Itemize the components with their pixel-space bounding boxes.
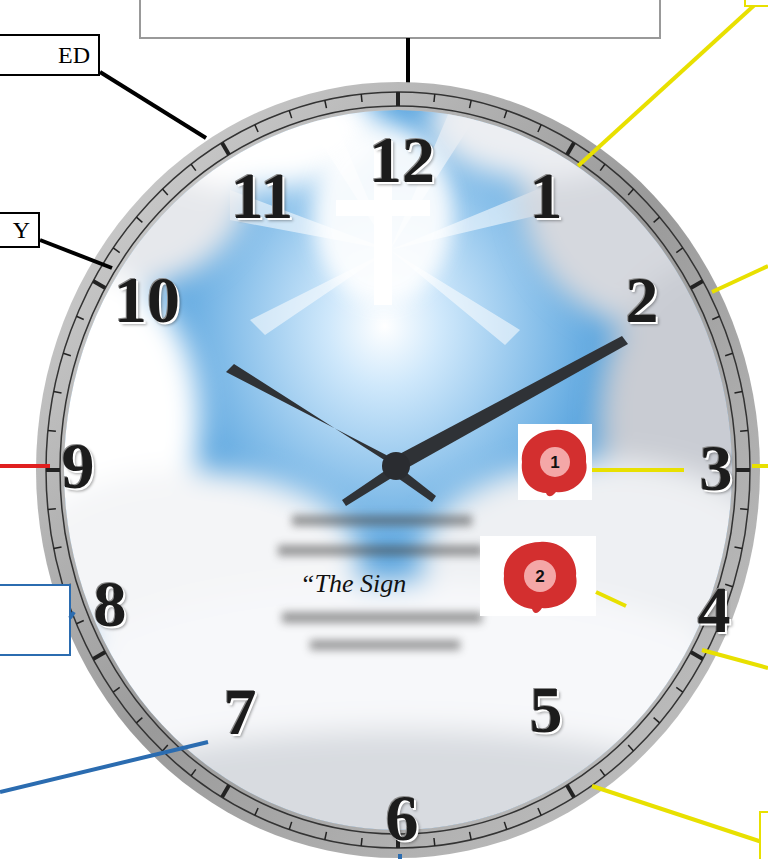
- tick-mark: [76, 620, 83, 623]
- tick-mark: [136, 718, 142, 723]
- tick-mark: [113, 687, 119, 692]
- clock-numeral: 11: [231, 163, 293, 229]
- tick-mark: [433, 838, 435, 846]
- tick-mark: [725, 353, 733, 355]
- tick-mark: [360, 838, 362, 846]
- tick-mark: [654, 718, 660, 723]
- tick-mark: [93, 281, 105, 288]
- tick-mark: [325, 832, 327, 840]
- label-box: ED: [0, 34, 100, 76]
- tick-mark: [538, 808, 541, 815]
- tick-mark: [289, 111, 291, 119]
- tick-mark: [113, 248, 119, 253]
- tick-mark: [325, 100, 327, 108]
- tick-mark: [691, 281, 703, 288]
- tick-mark: [93, 652, 105, 659]
- tick-mark: [712, 316, 719, 319]
- callout-number: 1: [550, 454, 559, 471]
- tick-mark: [734, 547, 742, 549]
- tick-mark: [504, 822, 506, 830]
- tick-mark: [734, 391, 742, 393]
- tick-mark: [740, 430, 748, 432]
- tick-mark: [628, 189, 633, 195]
- tick-mark: [255, 125, 258, 132]
- clock-numeral: 7: [224, 679, 257, 745]
- box-text: Y: [13, 217, 30, 244]
- callout-number: 2: [535, 568, 544, 585]
- tick-mark: [191, 164, 196, 170]
- tick-mark: [600, 164, 605, 170]
- clock-numeral: 6: [386, 785, 419, 851]
- tick-mark: [654, 217, 660, 222]
- label-box: Y: [0, 212, 40, 248]
- tick-mark: [470, 832, 472, 840]
- tick-mark: [63, 353, 71, 355]
- tick-mark: [676, 248, 682, 253]
- tick-mark: [676, 687, 682, 692]
- tick-mark: [136, 217, 142, 222]
- clock-numeral: 2: [626, 267, 659, 333]
- clock-numeral: 9: [62, 433, 95, 499]
- tick-mark: [538, 125, 541, 132]
- tick-mark: [567, 143, 574, 155]
- tick-mark: [691, 652, 703, 659]
- tick-mark: [504, 111, 506, 119]
- tick-mark: [46, 468, 60, 472]
- tick-mark: [222, 785, 229, 797]
- tick-mark: [54, 391, 62, 393]
- tick-mark: [289, 822, 291, 830]
- tick-mark: [255, 808, 258, 815]
- clock-numeral: 10: [114, 267, 180, 333]
- tick-mark: [48, 508, 56, 510]
- clock-numeral: 3: [700, 435, 733, 501]
- clock-numeral: 1: [530, 163, 563, 229]
- box-text: ED: [58, 42, 90, 69]
- tick-mark: [628, 745, 633, 751]
- tick-mark: [162, 189, 167, 195]
- tick-mark: [470, 100, 472, 108]
- tick-mark: [600, 769, 605, 775]
- clock-numeral: 12: [369, 127, 435, 193]
- tick-mark: [76, 316, 83, 319]
- motto-text: “The Sign: [300, 571, 406, 597]
- clock-numeral: 8: [94, 571, 127, 637]
- clock-numeral: 4: [698, 577, 731, 643]
- tick-mark: [222, 143, 229, 155]
- tick-mark: [396, 92, 400, 106]
- tick-mark: [48, 430, 56, 432]
- tick-mark: [360, 94, 362, 102]
- clock-numeral: 5: [530, 677, 563, 743]
- tick-mark: [191, 769, 196, 775]
- tick-mark: [567, 785, 574, 797]
- tick-mark: [736, 468, 750, 472]
- tick-mark: [54, 547, 62, 549]
- tick-mark: [740, 508, 748, 510]
- tick-mark: [433, 94, 435, 102]
